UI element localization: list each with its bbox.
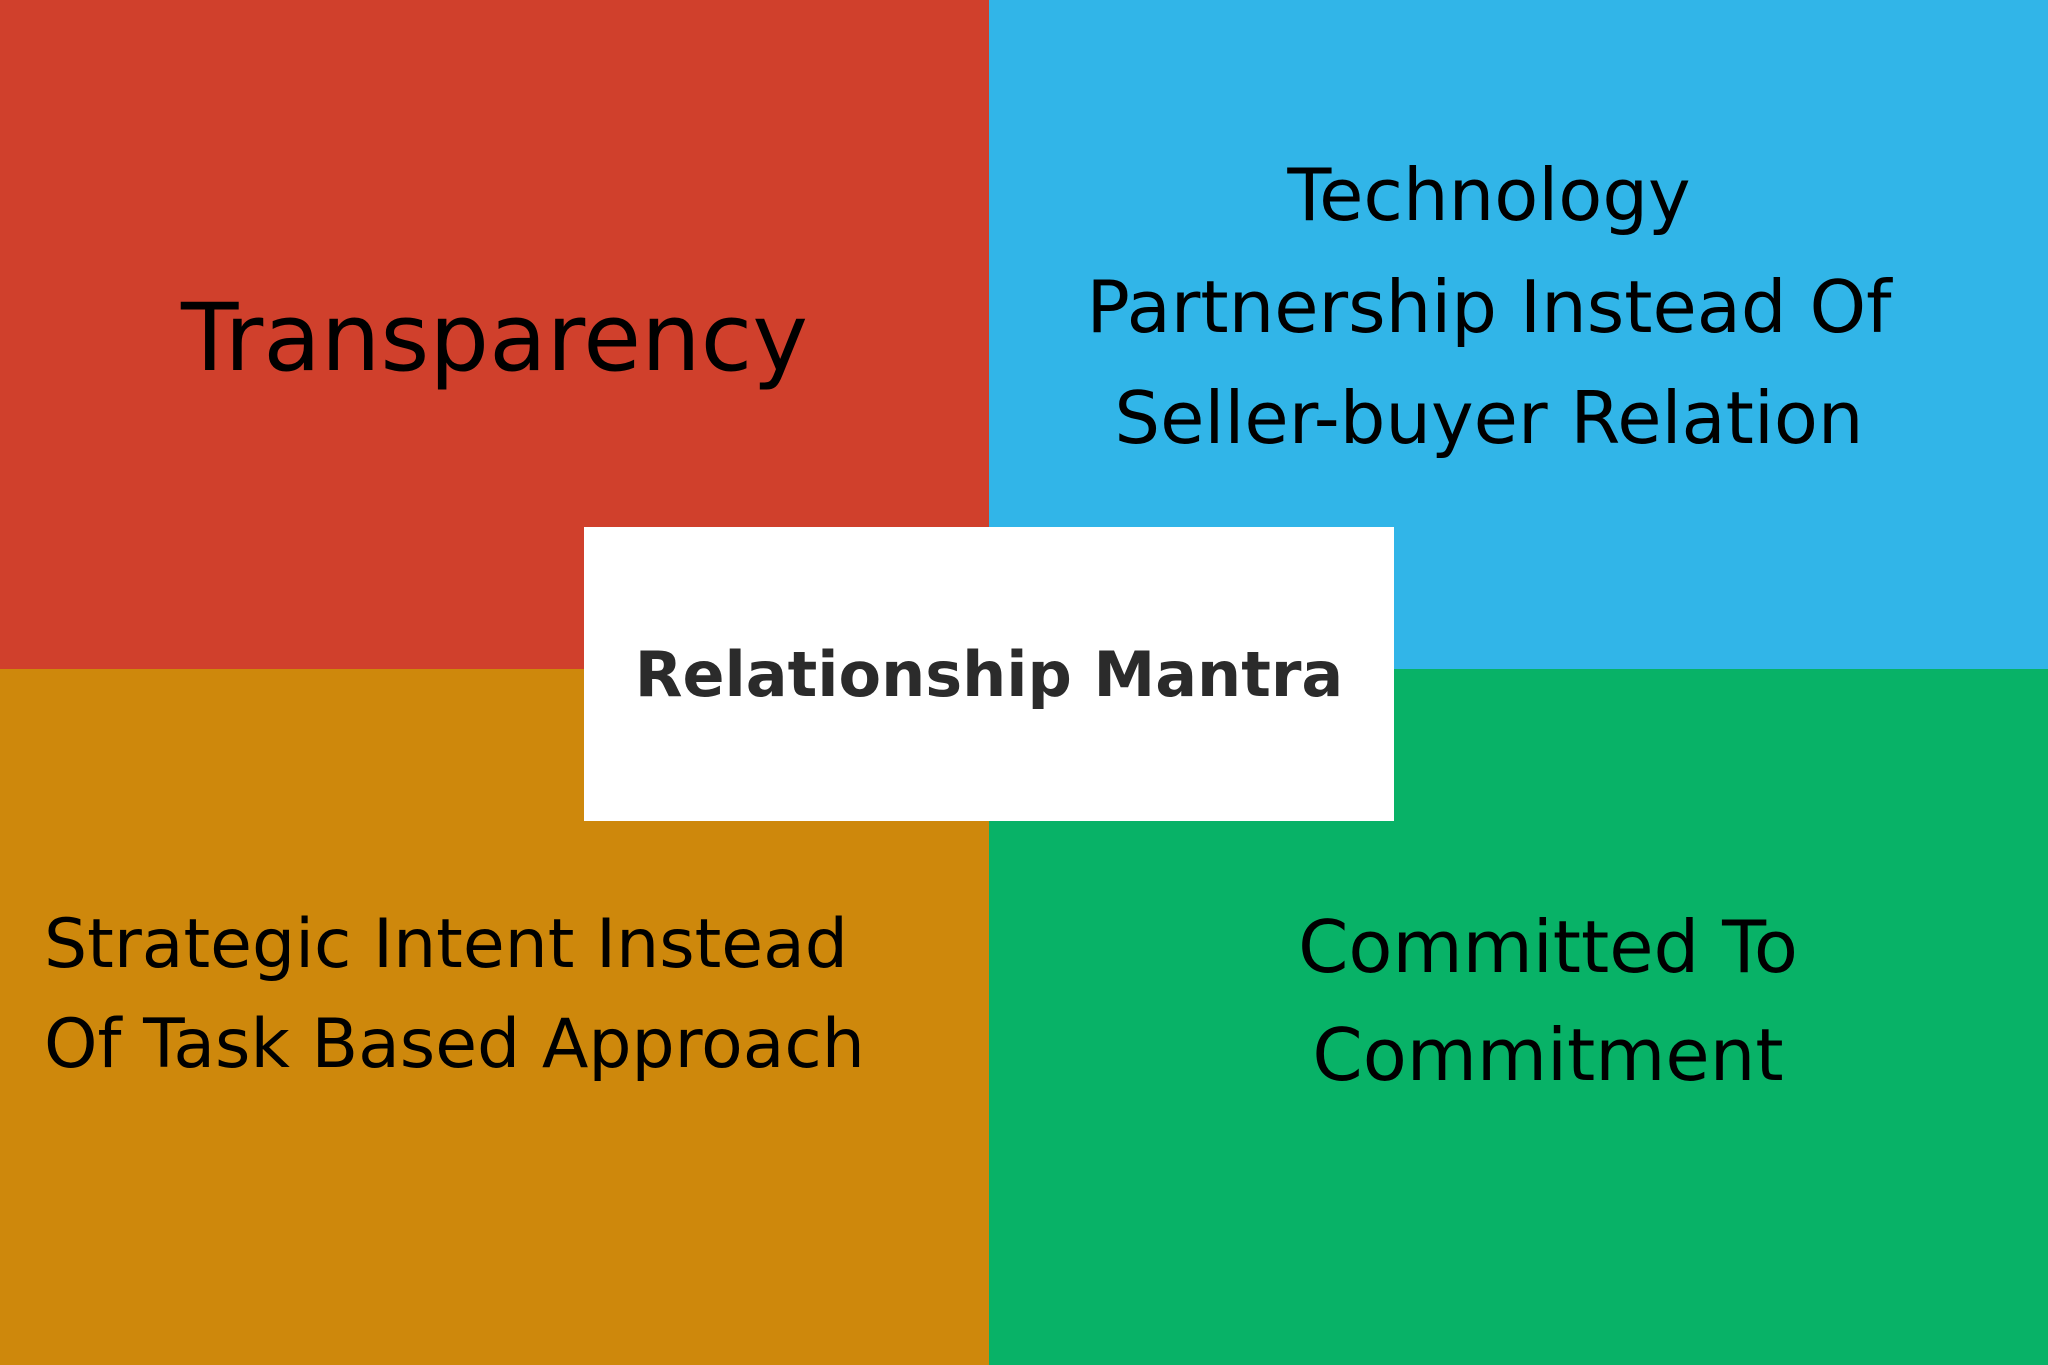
quadrant-bottom-left-label: Strategic Intent Instead Of Task Based A… (44, 905, 865, 1084)
center-box: Relationship Mantra (584, 527, 1394, 821)
quadrant-bottom-right-label: Committed To Commitment (1298, 905, 1798, 1097)
center-label: Relationship Mantra (634, 637, 1344, 711)
quadrant-top-left-label: Transparency (181, 284, 808, 393)
quadrant-top-right-label: Technology Partnership Instead Of Seller… (1086, 153, 1892, 461)
